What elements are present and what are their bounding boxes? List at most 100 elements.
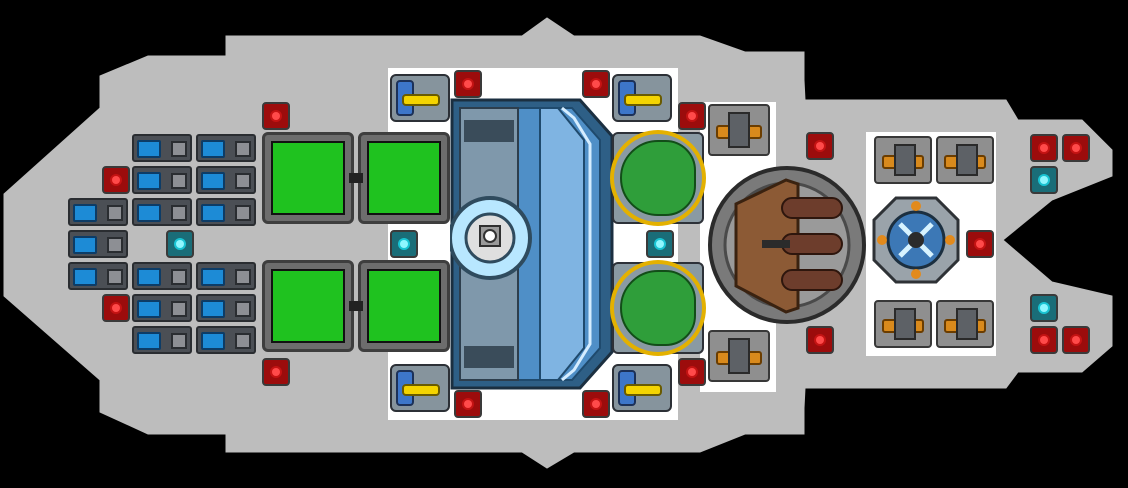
cryo-tip	[107, 205, 123, 221]
pod-ring	[610, 260, 706, 356]
cryo-tip	[235, 333, 251, 349]
cryo-glass	[73, 204, 97, 222]
red-button[interactable]	[1062, 134, 1090, 162]
cryo-tip	[235, 269, 251, 285]
monitor-icon[interactable]	[262, 260, 357, 352]
monitor-icon[interactable]	[262, 132, 357, 224]
engine-core	[728, 112, 750, 148]
cryo-pod-icon[interactable]	[196, 166, 256, 194]
monitor-screen	[271, 141, 345, 215]
engine-core	[894, 308, 916, 340]
cryo-glass	[73, 268, 97, 286]
cyan-button[interactable]	[1030, 166, 1058, 194]
cryo-tip	[171, 301, 187, 317]
turret-icon[interactable]	[612, 74, 672, 122]
red-button[interactable]	[966, 230, 994, 258]
cryo-tip	[171, 333, 187, 349]
red-button[interactable]	[454, 70, 482, 98]
red-button[interactable]	[262, 102, 290, 130]
engine-icon[interactable]	[708, 330, 770, 382]
cryo-pod-icon[interactable]	[132, 262, 192, 290]
cryo-glass	[201, 140, 225, 158]
cryo-glass	[137, 140, 161, 158]
cryo-glass	[201, 204, 225, 222]
cryo-pod-icon[interactable]	[196, 262, 256, 290]
cryo-tip	[107, 269, 123, 285]
turret-barrel	[624, 384, 662, 396]
red-button[interactable]	[582, 70, 610, 98]
turret-barrel	[624, 94, 662, 106]
cyan-button[interactable]	[166, 230, 194, 258]
cryo-pod-icon[interactable]	[132, 166, 192, 194]
engine-core	[728, 338, 750, 374]
cryo-tip	[235, 205, 251, 221]
turret-barrel	[402, 94, 440, 106]
cryo-tip	[171, 173, 187, 189]
red-button[interactable]	[806, 326, 834, 354]
red-button[interactable]	[262, 358, 290, 386]
cryo-glass	[137, 268, 161, 286]
monitor-icon[interactable]	[355, 132, 450, 224]
engine-icon[interactable]	[874, 300, 932, 348]
cryo-pod-icon[interactable]	[196, 294, 256, 322]
cryo-pod-icon[interactable]	[132, 294, 192, 322]
drum-icon[interactable]	[706, 164, 868, 326]
cyan-button[interactable]	[1030, 294, 1058, 322]
cryo-pod-icon[interactable]	[132, 198, 192, 226]
turret-icon[interactable]	[612, 364, 672, 412]
red-button[interactable]	[454, 390, 482, 418]
pod-icon[interactable]	[610, 130, 706, 226]
reactor-icon[interactable]	[450, 98, 616, 390]
cryo-pod-icon[interactable]	[196, 198, 256, 226]
cyan-button[interactable]	[390, 230, 418, 258]
pod-ring	[610, 130, 706, 226]
cryo-pod-icon[interactable]	[132, 326, 192, 354]
cryo-pod-icon[interactable]	[132, 134, 192, 162]
red-button[interactable]	[1030, 326, 1058, 354]
turret-icon[interactable]	[390, 74, 450, 122]
engine-icon[interactable]	[874, 136, 932, 184]
monitor-clip	[349, 173, 357, 183]
red-button[interactable]	[102, 166, 130, 194]
red-button[interactable]	[582, 390, 610, 418]
cryo-tip	[171, 141, 187, 157]
monitor-screen	[271, 269, 345, 343]
monitor-clip	[355, 301, 363, 311]
cryo-pod-icon[interactable]	[68, 198, 128, 226]
cryo-tip	[235, 173, 251, 189]
red-button[interactable]	[678, 102, 706, 130]
cryo-pod-icon[interactable]	[68, 262, 128, 290]
cryo-glass	[137, 300, 161, 318]
cryo-tip	[171, 205, 187, 221]
cryo-pod-icon[interactable]	[68, 230, 128, 258]
red-button[interactable]	[678, 358, 706, 386]
red-button[interactable]	[1030, 134, 1058, 162]
engine-core	[956, 144, 978, 176]
red-button[interactable]	[102, 294, 130, 322]
cryo-glass	[201, 172, 225, 190]
engine-icon[interactable]	[936, 136, 994, 184]
cryo-pod-icon[interactable]	[196, 134, 256, 162]
engine-icon[interactable]	[708, 104, 770, 156]
engine-core	[956, 308, 978, 340]
turret-icon[interactable]	[390, 364, 450, 412]
monitor-screen	[367, 269, 441, 343]
red-button[interactable]	[806, 132, 834, 160]
cryo-glass	[201, 268, 225, 286]
cryo-glass	[201, 332, 225, 350]
cryo-glass	[137, 172, 161, 190]
cyan-button[interactable]	[646, 230, 674, 258]
monitor-clip	[355, 173, 363, 183]
pod-icon[interactable]	[610, 260, 706, 356]
cryo-glass	[137, 332, 161, 350]
red-button[interactable]	[1062, 326, 1090, 354]
monitor-clip	[349, 301, 357, 311]
cryo-glass	[137, 204, 161, 222]
sensor-icon[interactable]	[872, 196, 960, 284]
cryo-pod-icon[interactable]	[196, 326, 256, 354]
monitor-icon[interactable]	[355, 260, 450, 352]
pod-shell	[620, 270, 696, 346]
monitor-screen	[367, 141, 441, 215]
engine-core	[894, 144, 916, 176]
engine-icon[interactable]	[936, 300, 994, 348]
